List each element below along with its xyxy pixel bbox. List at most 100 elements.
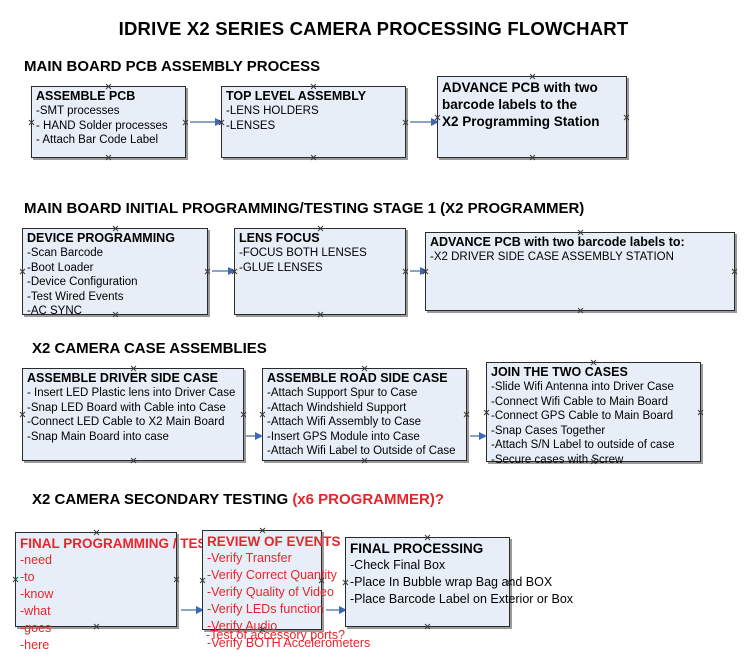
node-title: DEVICE PROGRAMMING [27, 231, 175, 245]
node-line: -Connect GPS Cable to Main Board [491, 410, 674, 422]
connection-handle-left[interactable] [342, 579, 349, 586]
node-line: -Attach Wifi Label to Outside of Case [267, 445, 456, 457]
connection-handle-right[interactable] [240, 411, 247, 418]
node-line: -LENSES [226, 119, 276, 132]
node-title: LENS FOCUS [239, 231, 320, 245]
node-line: -SMT processes [36, 105, 120, 117]
connection-handle-left[interactable] [199, 577, 206, 584]
node-line: -Verify Transfer [207, 551, 292, 565]
section-header-text: MAIN BOARD PCB ASSEMBLY PROCESS [24, 58, 321, 75]
node-final-programming-testing[interactable]: FINAL PROGRAMMING / TESTING -need -to -k… [12, 532, 239, 652]
node-line: -X2 DRIVER SIDE CASE ASSEMBLY STATION [430, 251, 674, 263]
node-line: -Slide Wifi Antenna into Driver Case [491, 381, 674, 393]
connection-handle-right[interactable] [173, 576, 180, 583]
node-join-the-two-cases[interactable]: JOIN THE TWO CASES -Slide Wifi Antenna i… [483, 362, 704, 466]
node-title: REVIEW OF EVENTS [207, 534, 341, 549]
node-title: FINAL PROCESSING [350, 541, 484, 556]
node-line: -know [20, 587, 54, 601]
connection-handle-right[interactable] [204, 268, 211, 275]
node-title: ASSEMBLE ROAD SIDE CASE [267, 371, 448, 385]
arrow-device-programming-to-lens-focus [212, 267, 236, 275]
connection-handle-right[interactable] [402, 119, 409, 126]
node-line: - HAND Solder processes [36, 119, 168, 132]
node-line: -Attach Support Spur to Case [267, 387, 418, 399]
node-line: -Device Configuration [27, 276, 138, 288]
arrow-final-programming-to-review-of-events [181, 606, 204, 614]
connection-handle-right[interactable] [402, 268, 409, 275]
node-line: -Attach Windshield Support [267, 401, 407, 414]
node-line: X2 Programming Station [442, 114, 600, 129]
node-advance-pcb-to-driver-side-case-assembly-station[interactable]: ADVANCE PCB with two barcode labels to: … [425, 232, 735, 311]
connection-handle-right[interactable] [182, 119, 189, 126]
node-line: -Attach S/N Label to outside of case [491, 439, 675, 451]
node-line: -Insert GPS Module into Case [267, 430, 420, 443]
connection-handle-right[interactable] [731, 268, 738, 275]
node-line: -Snap LED Board with Cable into Case [27, 401, 226, 414]
section-header-text: X2 CAMERA CASE ASSEMBLIES [32, 340, 267, 357]
connection-handle-left[interactable] [19, 268, 26, 275]
section-header-x2-camera-case-assemblies: X2 CAMERA CASE ASSEMBLIES [32, 340, 267, 357]
connection-handle-left[interactable] [483, 409, 490, 416]
section-header-main-board-pcb-assembly-process: MAIN BOARD PCB ASSEMBLY PROCESS [24, 58, 320, 75]
node-final-processing[interactable]: FINAL PROCESSING -Check Final Box -Place… [342, 537, 574, 630]
arrow-head-icon [420, 267, 428, 275]
connection-handle-bottom[interactable] [529, 154, 536, 161]
node-line: -Check Final Box [350, 558, 446, 572]
connection-handle-bottom[interactable] [105, 154, 112, 161]
connection-handle-bottom[interactable] [577, 307, 584, 314]
node-line: -Secure cases with Screw [491, 453, 624, 466]
arrow-lens-focus-to-advance-pcb-driver-side [410, 267, 428, 275]
node-top-level-assembly[interactable]: TOP LEVEL ASSEMBLY -LENS HOLDERS -LENSES [221, 86, 406, 158]
connection-handle-left[interactable] [259, 411, 266, 418]
connection-handle-right[interactable] [463, 411, 470, 418]
node-line: -Place Barcode Label on Exterior or Box [350, 592, 574, 606]
section-header-annotation: (x6 PROGRAMMER)? [292, 491, 444, 508]
node-line: -Verify LEDs function [207, 602, 324, 616]
node-title: ASSEMBLE PCB [36, 89, 136, 103]
node-line: -GLUE LENSES [239, 261, 323, 274]
node-title: ASSEMBLE DRIVER SIDE CASE [27, 371, 219, 385]
arrow-top-level-assembly-to-advance-pcb [410, 118, 439, 126]
node-line: -Snap Cases Together [491, 424, 606, 437]
node-line: - Attach Bar Code Label [36, 134, 159, 146]
connection-handle-right[interactable] [697, 409, 704, 416]
node-line: -FOCUS BOTH LENSES [239, 247, 367, 259]
node-line: -goes [20, 621, 52, 635]
node-line: -Verify Audio [207, 619, 278, 633]
node-line: -Attach Wifi Assembly to Case [267, 416, 422, 428]
node-line: -Boot Loader [27, 261, 94, 274]
node-line: -Connect Wifi Cable to Main Board [491, 395, 669, 408]
node-title: JOIN THE TWO CASES [491, 365, 628, 379]
connection-handle-left[interactable] [12, 576, 19, 583]
node-line: -Connect LED Cable to X2 Main Board [27, 416, 225, 428]
connection-handle-left[interactable] [19, 411, 26, 418]
node-line: -need [20, 553, 52, 567]
node-advance-pcb-to-x2-programming-station[interactable]: ADVANCE PCB with two barcode labels to t… [437, 76, 627, 158]
connection-handle-right[interactable] [623, 114, 630, 121]
section-header-text: X2 CAMERA SECONDARY TESTING [32, 491, 293, 508]
connection-handle-bottom[interactable] [310, 154, 317, 161]
connection-handle-bottom[interactable] [424, 623, 431, 630]
page-title: IDRIVE X2 SERIES CAMERA PROCESSING FLOWC… [118, 18, 629, 39]
node-line: -Scan Barcode [27, 247, 104, 259]
node-line: -Verify Correct Quantity [207, 568, 337, 582]
connection-handle-left[interactable] [28, 119, 35, 126]
node-review-of-events[interactable]: REVIEW OF EVENTS -Verify Transfer -Verif… [199, 530, 370, 650]
node-line: - Insert LED Plastic lens into Driver Ca… [27, 387, 236, 399]
node-assemble-road-side-case[interactable]: ASSEMBLE ROAD SIDE CASE -Attach Support … [262, 368, 467, 461]
connection-handle-bottom[interactable] [130, 457, 137, 464]
arrow-assemble-pcb-to-top-level-assembly [190, 118, 223, 126]
node-line: -Verify Quality of Video [207, 585, 334, 599]
node-line: -to [20, 570, 35, 584]
node-line: -what [20, 604, 51, 618]
node-line: -LENS HOLDERS [226, 105, 319, 117]
section-header-text: MAIN BOARD INITIAL PROGRAMMING/TESTING S… [24, 200, 585, 217]
node-assemble-driver-side-case[interactable]: ASSEMBLE DRIVER SIDE CASE - Insert LED P… [22, 368, 244, 461]
connection-handle-bottom[interactable] [317, 311, 324, 318]
node-device-programming[interactable]: DEVICE PROGRAMMING -Scan Barcode -Boot L… [19, 228, 211, 317]
arrow-review-of-events-to-final-processing [326, 606, 347, 614]
node-lens-focus[interactable]: LENS FOCUS -FOCUS BOTH LENSES -GLUE LENS… [234, 228, 406, 315]
arrow-head-icon [339, 606, 347, 614]
node-assemble-pcb[interactable]: ASSEMBLE PCB -SMT processes - HAND Solde… [31, 86, 186, 158]
